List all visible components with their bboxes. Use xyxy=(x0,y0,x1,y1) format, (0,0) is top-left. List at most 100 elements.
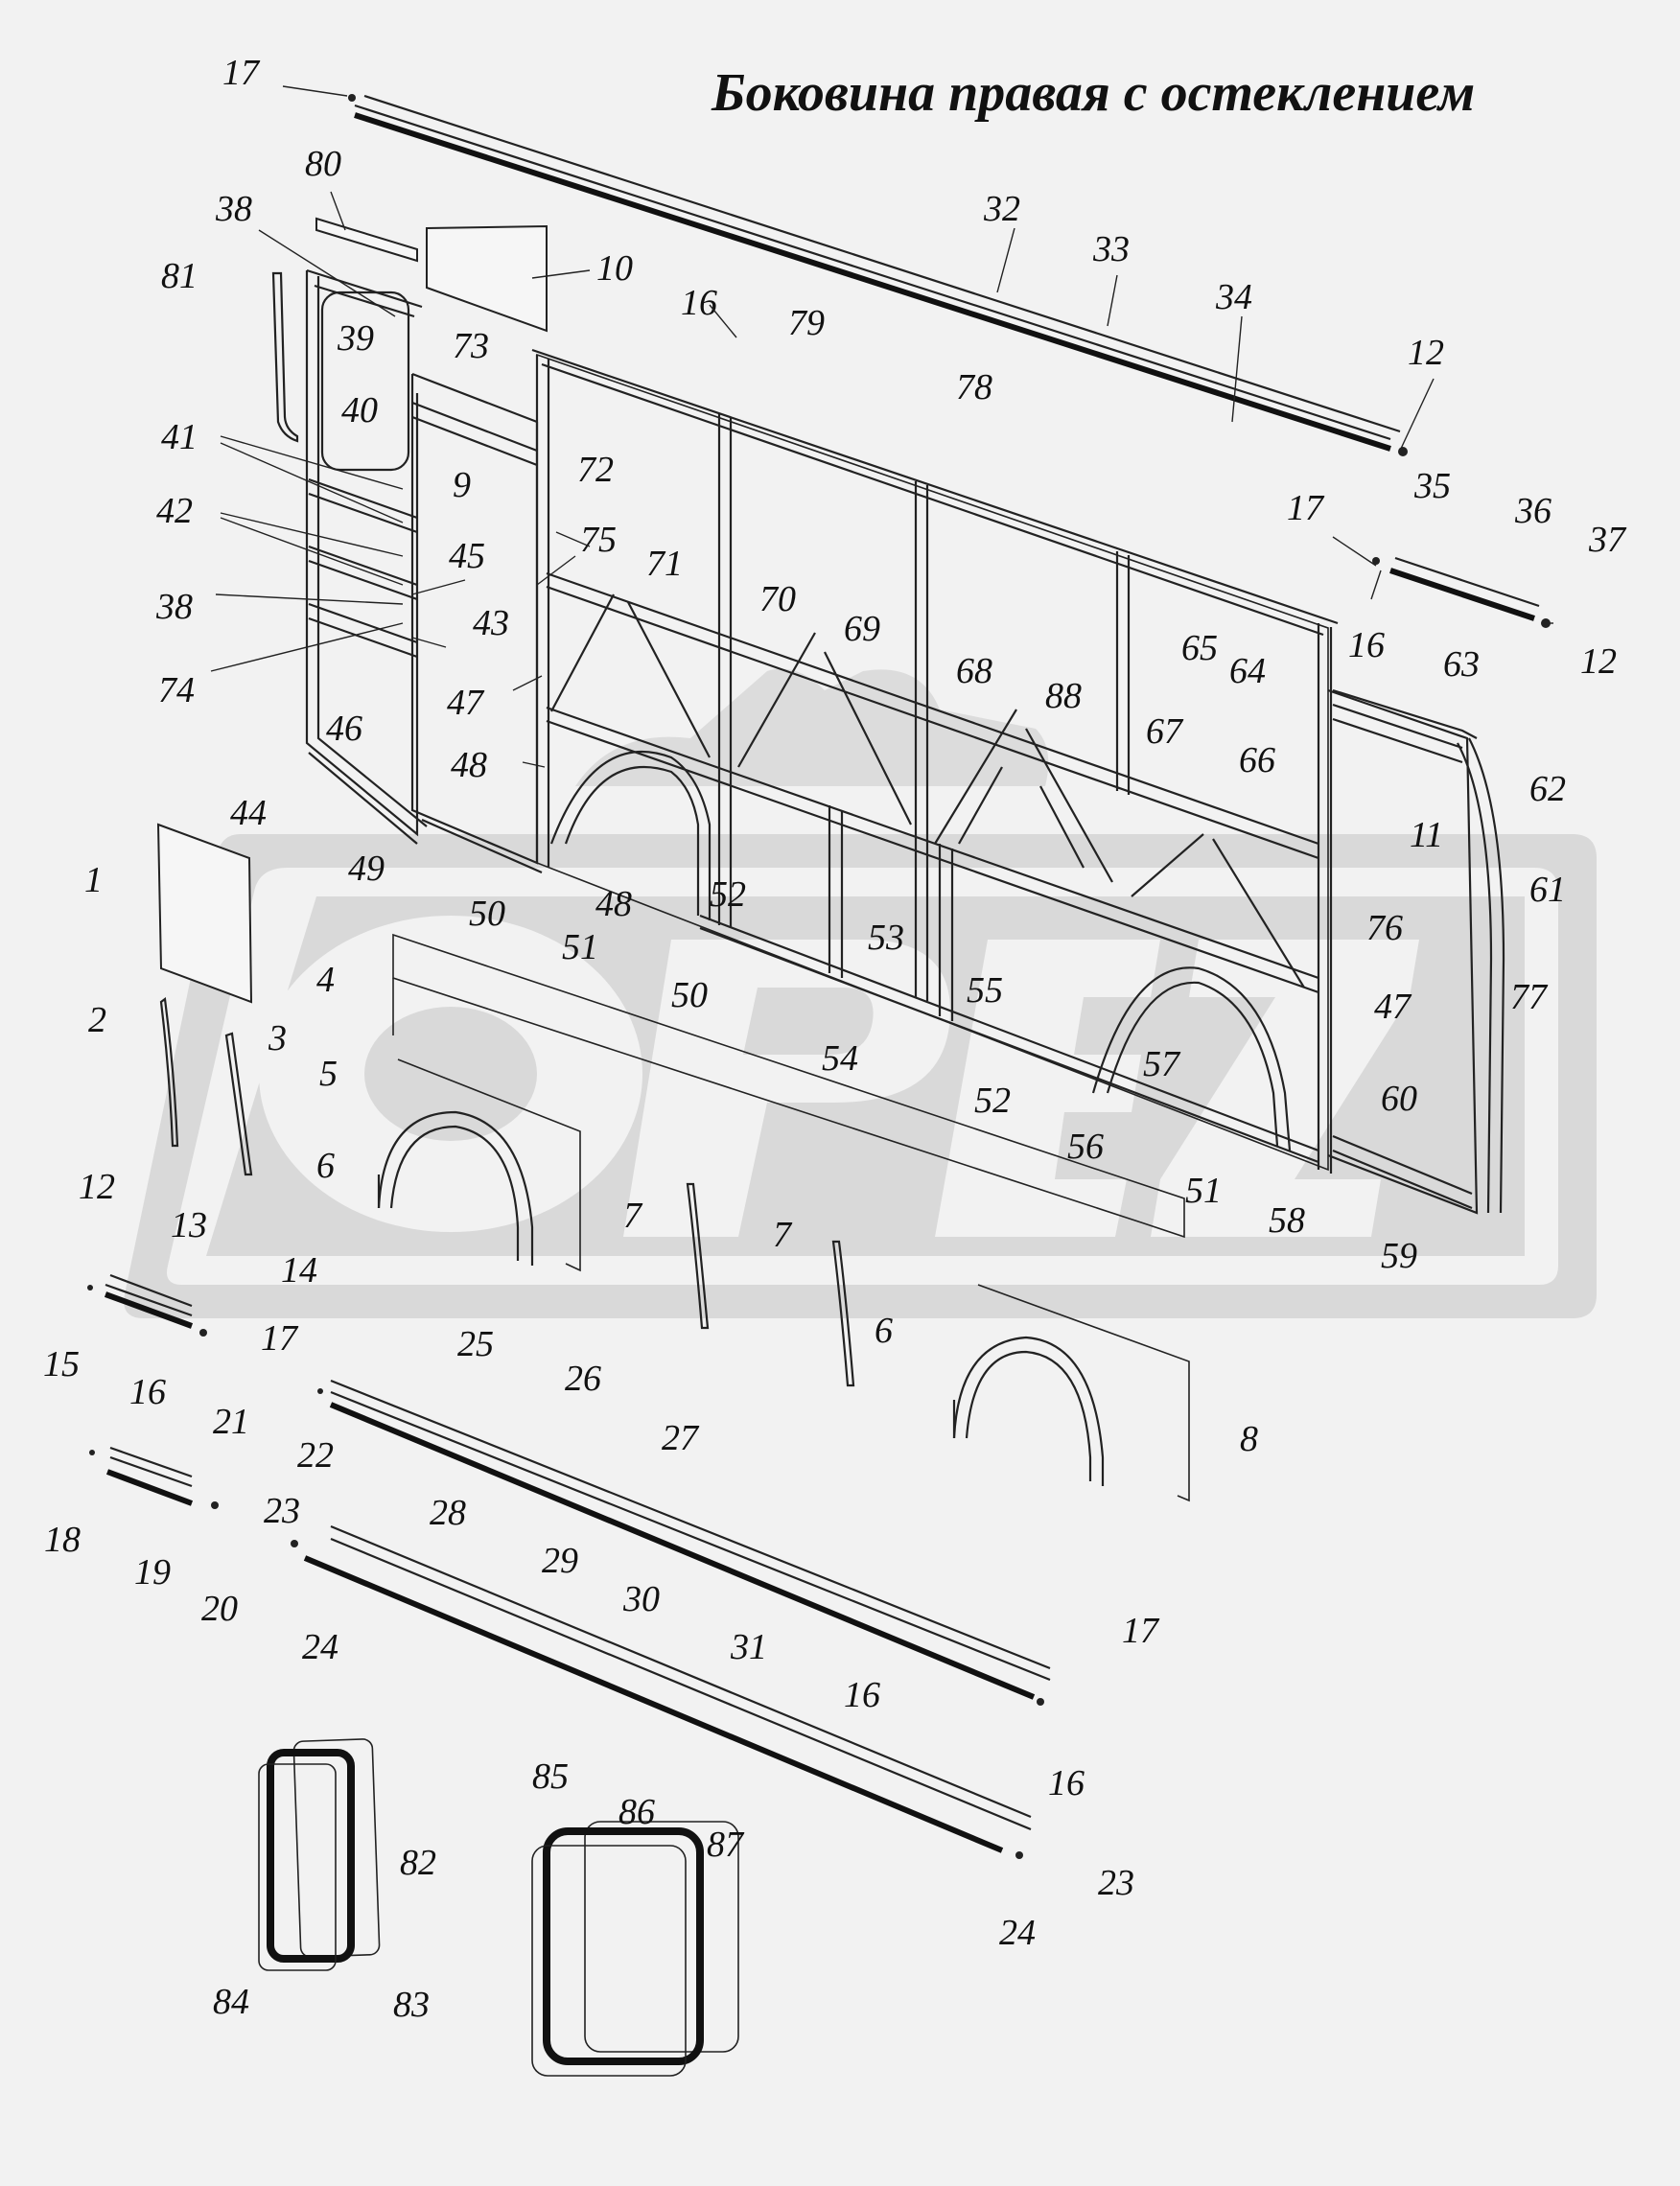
callout-number: 79 xyxy=(788,303,825,343)
callout-number: 5 xyxy=(319,1054,338,1094)
callout-number: 24 xyxy=(302,1627,338,1667)
callout-number: 64 xyxy=(1229,651,1266,691)
callout-number: 78 xyxy=(956,367,992,407)
callout-number: 13 xyxy=(171,1205,207,1245)
callout-number: 55 xyxy=(967,970,1003,1011)
callout-number: 62 xyxy=(1529,769,1566,809)
front-frame xyxy=(305,268,543,874)
callout-number: 63 xyxy=(1443,644,1480,685)
callout-number: 67 xyxy=(1146,711,1184,752)
callout-number: 3 xyxy=(268,1018,287,1058)
callout-number: 65 xyxy=(1181,628,1218,668)
loose-panels-left xyxy=(156,823,253,1176)
callout-number: 40 xyxy=(341,390,378,430)
callout-number: 16 xyxy=(129,1372,166,1412)
small-parts-top xyxy=(271,217,548,443)
callout-number: 7 xyxy=(623,1196,643,1236)
callout-number: 37 xyxy=(1588,520,1627,560)
callout-number: 77 xyxy=(1510,977,1549,1017)
callout-number: 6 xyxy=(316,1146,335,1186)
callout-number: 44 xyxy=(230,793,267,833)
callout-number: 72 xyxy=(577,450,614,490)
callout-number: 66 xyxy=(1239,740,1275,780)
callout-number: 76 xyxy=(1366,908,1403,948)
callout-number: 34 xyxy=(1215,277,1252,317)
callout-number: 14 xyxy=(281,1250,317,1291)
diagram-title: Боковина правая с остеклением xyxy=(712,63,1476,123)
callout-number: 69 xyxy=(844,609,880,649)
callout-number: 71 xyxy=(646,544,683,584)
callout-number: 22 xyxy=(297,1435,334,1476)
callout-number: 87 xyxy=(707,1825,745,1865)
callout-number: 32 xyxy=(983,189,1020,229)
callout-number: 39 xyxy=(337,318,374,359)
callout-number: 56 xyxy=(1067,1127,1104,1167)
callout-number: 52 xyxy=(974,1081,1011,1121)
outer-skin-panels xyxy=(377,933,1190,1502)
callout-number: 38 xyxy=(155,587,193,627)
callout-number: 45 xyxy=(449,536,485,576)
callout-number: 75 xyxy=(580,520,617,560)
callout-number: 47 xyxy=(1374,987,1412,1027)
callout-number: 52 xyxy=(710,874,746,915)
callout-number: 86 xyxy=(618,1792,655,1832)
callout-number: 49 xyxy=(348,849,385,889)
callout-number: 17 xyxy=(261,1318,299,1359)
callout-number: 42 xyxy=(156,491,193,531)
callout-number: 59 xyxy=(1381,1236,1417,1276)
callout-number: 73 xyxy=(453,326,489,366)
callout-number: 48 xyxy=(595,884,632,924)
window-glass-sets xyxy=(258,1738,739,2077)
callout-number: 18 xyxy=(44,1520,81,1560)
callout-number: 30 xyxy=(622,1579,660,1619)
callout-number: 88 xyxy=(1045,676,1082,716)
callout-number: 16 xyxy=(844,1675,880,1715)
callout-number: 84 xyxy=(213,1982,249,2022)
callout-number: 50 xyxy=(671,975,708,1015)
callout-number: 48 xyxy=(451,745,487,785)
callout-number: 25 xyxy=(457,1324,494,1364)
callout-number: 7 xyxy=(773,1215,793,1255)
callout-number: 38 xyxy=(215,189,252,229)
lower-strips xyxy=(87,1273,1051,1859)
callout-number: 36 xyxy=(1514,491,1552,531)
callout-number: 21 xyxy=(213,1402,249,1442)
callout-number: 29 xyxy=(542,1541,578,1581)
callout-number: 15 xyxy=(43,1344,80,1384)
callout-number: 2 xyxy=(88,1000,106,1040)
rear-frame xyxy=(1327,688,1505,1215)
callout-number: 8 xyxy=(1240,1419,1258,1459)
callout-number: 46 xyxy=(326,709,362,749)
callout-number: 51 xyxy=(562,927,598,967)
callout-number: 82 xyxy=(400,1843,436,1883)
callout-number: 10 xyxy=(596,248,633,289)
callout-number: 20 xyxy=(201,1589,238,1629)
callout-number: 17 xyxy=(1122,1611,1160,1651)
callout-number: 17 xyxy=(222,53,261,93)
callout-number: 53 xyxy=(868,918,904,958)
callout-number: 23 xyxy=(1098,1863,1134,1903)
callout-number: 12 xyxy=(79,1167,115,1207)
callout-number: 16 xyxy=(1048,1763,1085,1803)
callout-number: 50 xyxy=(469,894,505,934)
callout-number: 83 xyxy=(393,1985,430,2025)
callout-number: 26 xyxy=(565,1359,601,1399)
callout-number: 12 xyxy=(1408,333,1444,373)
callout-number: 4 xyxy=(316,960,335,1000)
callout-number: 57 xyxy=(1143,1044,1181,1084)
callout-number: 33 xyxy=(1092,229,1130,269)
callout-number: 60 xyxy=(1381,1079,1417,1119)
callout-number: 16 xyxy=(1348,625,1385,665)
rear-rail-strips xyxy=(1372,556,1551,628)
callout-number: 85 xyxy=(532,1756,569,1797)
callout-number: 35 xyxy=(1413,466,1451,506)
callout-number: 17 xyxy=(1287,488,1325,528)
main-frame xyxy=(531,348,1339,1174)
callout-number: 74 xyxy=(158,670,195,710)
callout-number: 11 xyxy=(1410,815,1443,855)
callout-number: 54 xyxy=(822,1038,858,1079)
callout-number: 19 xyxy=(134,1552,171,1593)
callout-number: 24 xyxy=(999,1913,1036,1953)
